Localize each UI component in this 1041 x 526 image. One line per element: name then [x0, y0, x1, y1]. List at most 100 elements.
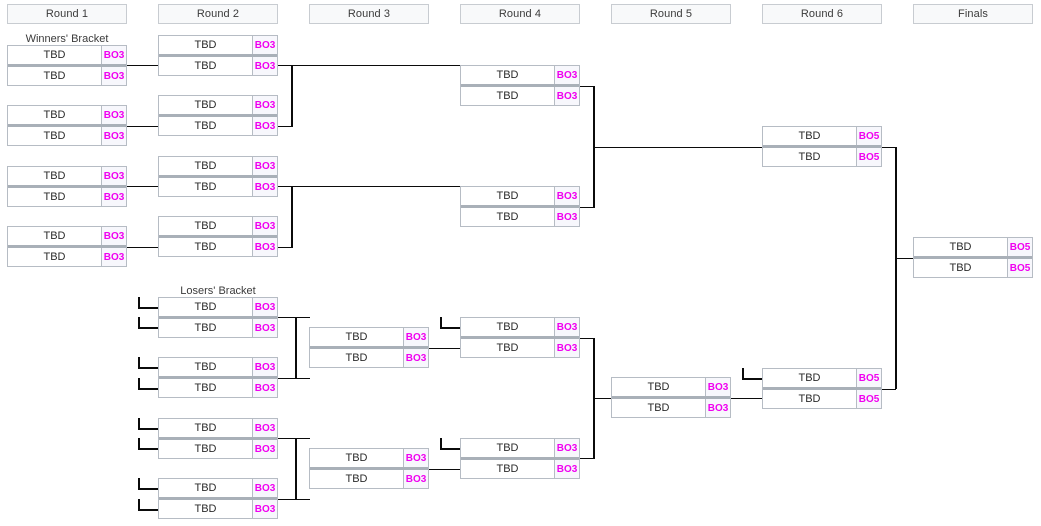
match-format-badge: BO3 [101, 106, 126, 124]
match-format-badge: BO3 [554, 208, 579, 226]
opponent-name: TBD [159, 238, 252, 256]
match-format-badge: BO3 [252, 419, 277, 437]
connector-line [295, 438, 297, 500]
round-header-4[interactable]: Round 4 [460, 4, 580, 24]
opponent-name: TBD [461, 208, 554, 226]
round-header-2[interactable]: Round 2 [158, 4, 278, 24]
match-format-badge: BO5 [856, 369, 881, 387]
round-header-3[interactable]: Round 3 [309, 4, 429, 24]
round-header-5[interactable]: Round 5 [611, 4, 731, 24]
match-format-badge: BO3 [252, 178, 277, 196]
match-format-badge: BO3 [252, 500, 277, 518]
opponent-name: TBD [159, 358, 252, 376]
feed-stub-vertical [138, 418, 140, 430]
round-header-6[interactable]: Round 6 [762, 4, 882, 24]
match-format-badge: BO3 [252, 319, 277, 337]
round-header-1[interactable]: Round 1 [7, 4, 127, 24]
match-format-badge: BO3 [554, 339, 579, 357]
opponent-name: TBD [159, 157, 252, 175]
match-format-badge: BO3 [554, 187, 579, 205]
opponent-name: TBD [612, 399, 705, 417]
match-format-badge: BO3 [403, 328, 428, 346]
opponent-name: TBD [159, 379, 252, 397]
opponent-name: TBD [461, 66, 554, 84]
opponent-name: TBD [914, 238, 1007, 256]
round-header-7[interactable]: Finals [913, 4, 1033, 24]
feed-stub-horizontal [138, 307, 158, 309]
feed-stub-horizontal [440, 327, 460, 329]
connector-line [127, 247, 158, 248]
feed-stub-horizontal [138, 367, 158, 369]
opponent-name: TBD [159, 217, 252, 235]
feed-stub [138, 499, 158, 511]
connector-line [429, 348, 461, 349]
